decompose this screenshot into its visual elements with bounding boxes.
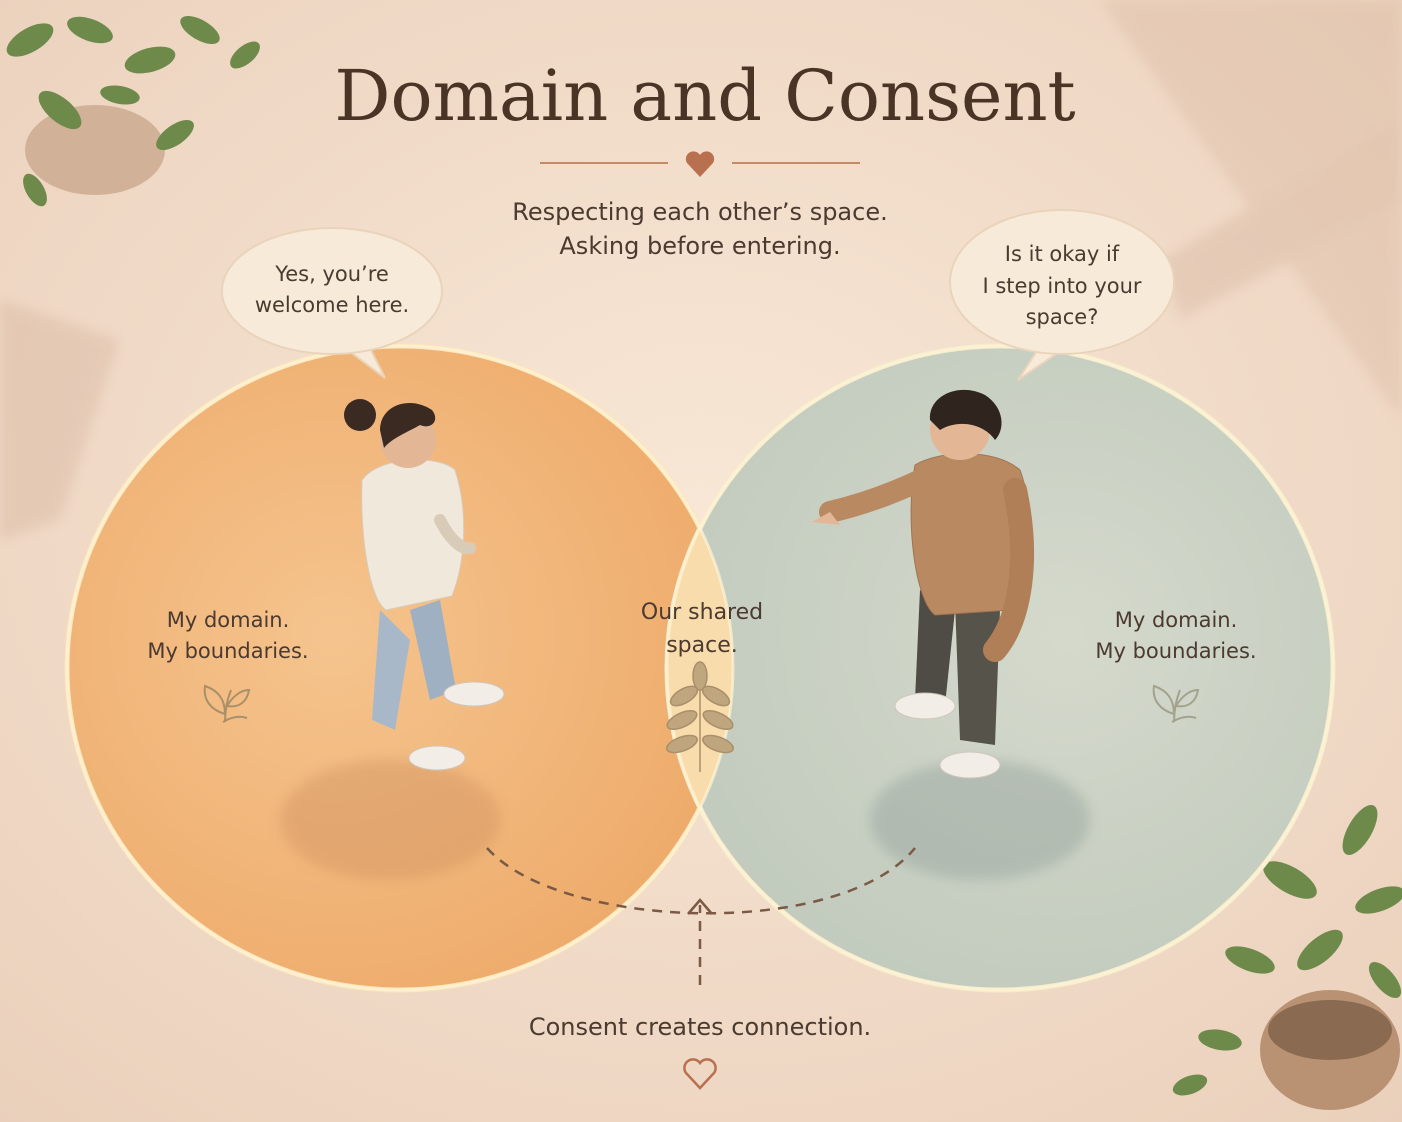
left-speech-line-1: Yes, you’re (274, 262, 389, 286)
consent-arrow-head (687, 898, 713, 915)
right-speech-line-1: Is it okay if (1005, 242, 1120, 266)
heart-outline-icon (683, 1058, 717, 1090)
title-ornament (540, 151, 860, 177)
person-man (812, 389, 1090, 880)
right-circle-glow (665, 344, 1335, 992)
sprout-icon (1152, 684, 1200, 723)
left-speech-bubble: Yes, you’re welcome here. (221, 227, 443, 379)
person-woman (280, 399, 505, 880)
footer-caption: Consent creates connection. (529, 1013, 871, 1041)
connection-dashed-arc (486, 847, 916, 915)
sprout-icon (203, 684, 251, 723)
heart-icon (685, 151, 715, 177)
left-domain-line-2: My boundaries. (147, 639, 308, 663)
window-light-shadows (0, 0, 1402, 540)
right-speech-line-3: space? (1026, 305, 1099, 329)
left-circle-glow (65, 344, 735, 992)
right-domain-line-2: My boundaries. (1095, 639, 1256, 663)
right-speech-line-2: I step into your (982, 274, 1141, 298)
top-left-plant (6, 16, 260, 207)
left-domain-line-1: My domain. (167, 608, 290, 632)
shared-space-line-1: Our shared (641, 600, 763, 625)
bottom-right-plant (1172, 805, 1402, 1110)
right-speech-bubble: Is it okay if I step into your space? (949, 209, 1175, 381)
subtitle-line-1: Respecting each other’s space. (512, 198, 887, 226)
leaf-branch-icon (666, 661, 734, 772)
right-domain-line-1: My domain. (1115, 608, 1238, 632)
subtitle-line-2: Asking before entering. (559, 232, 840, 260)
page-title: Domain and Consent (334, 55, 1075, 137)
left-speech-line-2: welcome here. (255, 293, 409, 317)
right-domain-circle (664, 343, 1336, 993)
shared-space-line-2: space. (666, 633, 738, 658)
